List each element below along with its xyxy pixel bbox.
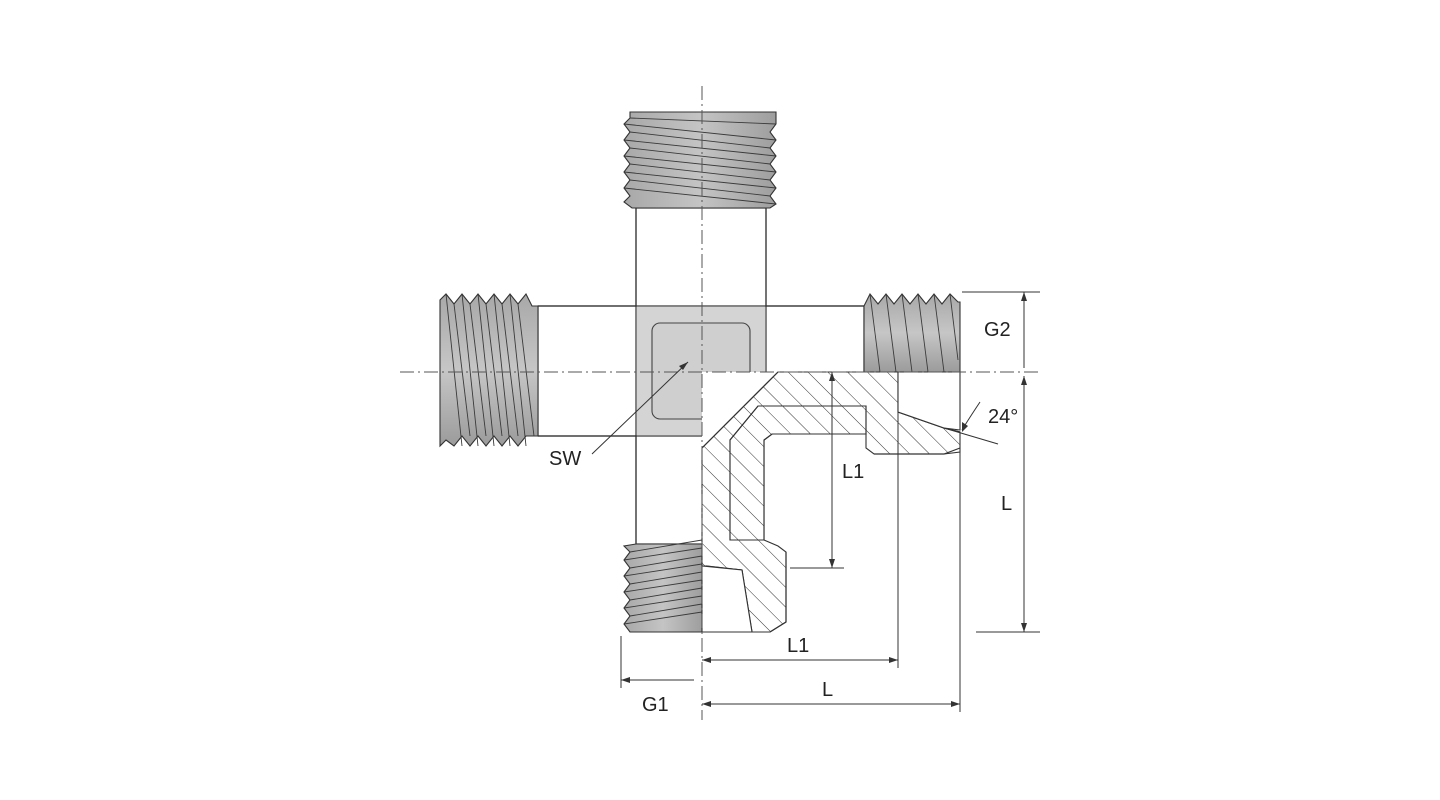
sw-label: SW [549, 448, 581, 470]
l1-horizontal-label: L1 [787, 635, 809, 657]
angle-label: 24° [988, 406, 1018, 428]
bottom-thread [622, 539, 703, 633]
sw-leader [591, 361, 689, 455]
g1-label: G1 [642, 694, 669, 716]
g2-label: G2 [984, 319, 1011, 341]
right-thread [863, 292, 961, 373]
left-thread [439, 292, 539, 448]
l-vertical-label: L [1001, 493, 1012, 515]
top-thread [623, 111, 777, 209]
l-horizontal-label: L [822, 679, 833, 701]
dimension-lines [620, 291, 1040, 712]
l1-vertical-label: L1 [842, 461, 864, 483]
center-lines [400, 86, 1040, 720]
labels: SW G1 L1 L G2 24° L1 L [549, 319, 1018, 716]
cutaway-section [701, 371, 961, 640]
